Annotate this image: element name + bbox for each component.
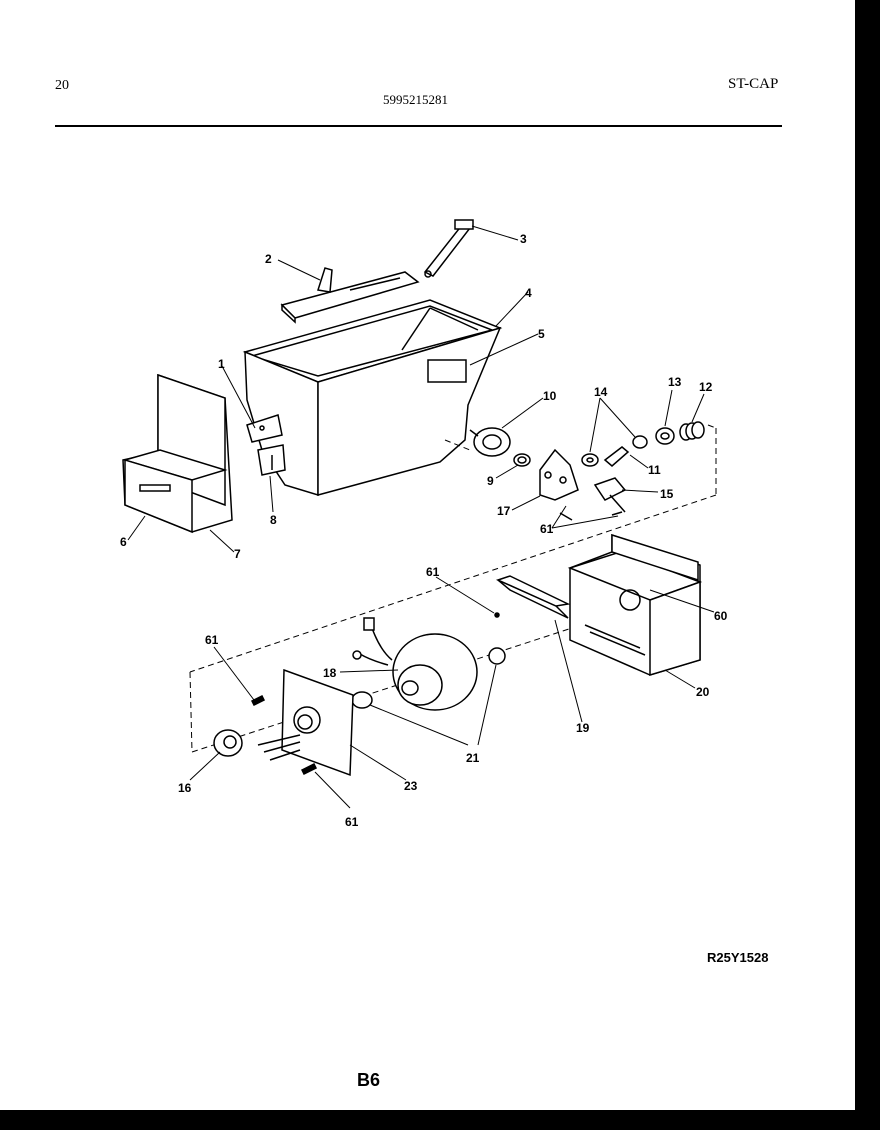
callout-7: 7 xyxy=(234,547,241,561)
page-label: B6 xyxy=(357,1070,381,1090)
callout-15: 15 xyxy=(660,487,674,501)
part-23-mounting-plate xyxy=(257,668,354,777)
assembly-dashed-lines xyxy=(189,424,717,753)
callout-8: 8 xyxy=(270,513,277,527)
callout-2: 2 xyxy=(265,252,272,266)
scan-border-bottom xyxy=(0,1110,880,1130)
callout-12: 12 xyxy=(699,380,713,394)
part-4-ice-bucket xyxy=(242,299,503,497)
part-14-washer xyxy=(581,453,599,467)
part-8-clip xyxy=(257,444,286,476)
part-12-spring xyxy=(679,421,705,441)
part-6-7-front-cover xyxy=(122,373,233,534)
callout-61-d: 61 xyxy=(345,815,359,829)
part-3-arm xyxy=(423,219,474,278)
callout-60: 60 xyxy=(714,609,728,623)
part-18-motor xyxy=(352,617,478,711)
part-16-cam xyxy=(213,729,243,757)
callout-23: 23 xyxy=(404,779,418,793)
part-9-spring xyxy=(513,453,531,467)
callout-17: 17 xyxy=(497,504,511,518)
callout-61-b: 61 xyxy=(426,565,440,579)
callout-18: 18 xyxy=(323,666,337,680)
part-1-clip xyxy=(246,414,283,443)
callout-1: 1 xyxy=(218,357,225,371)
part-15-switch xyxy=(593,477,627,513)
callout-61-c: 61 xyxy=(205,633,219,647)
scan-border-right xyxy=(855,0,880,1130)
header-rule xyxy=(55,125,782,127)
part-17-cam-plate xyxy=(539,448,579,501)
callout-6: 6 xyxy=(120,535,127,549)
callout-21: 21 xyxy=(466,751,480,765)
callout-19: 19 xyxy=(576,721,590,735)
part-20-motor-housing xyxy=(567,533,703,677)
part-61-screws xyxy=(250,511,623,776)
part-13-bushing xyxy=(655,427,675,445)
callout-10: 10 xyxy=(543,389,557,403)
model-code: ST-CAP xyxy=(728,76,779,92)
part-11-shaft xyxy=(603,435,648,467)
callout-5: 5 xyxy=(538,327,545,341)
callout-3: 3 xyxy=(520,232,527,246)
callout-9: 9 xyxy=(487,474,494,488)
callout-labels: 2 3 4 5 1 8 6 7 10 9 17 61 14 11 13 12 1… xyxy=(120,232,728,829)
part-number: 5995215281 xyxy=(383,92,448,107)
callout-13: 13 xyxy=(668,375,682,389)
part-2-bracket xyxy=(280,267,420,324)
callout-leader-lines xyxy=(127,225,715,809)
callout-4: 4 xyxy=(525,286,532,300)
callout-16: 16 xyxy=(178,781,192,795)
callout-11: 11 xyxy=(648,463,661,477)
diagram-reference-code: R25Y1528 xyxy=(707,950,769,965)
callout-20: 20 xyxy=(696,685,710,699)
page-number: 20 xyxy=(55,78,69,93)
callout-14: 14 xyxy=(594,385,608,399)
part-19-plate xyxy=(495,575,571,619)
part-10-gear xyxy=(469,427,511,457)
callout-61-a: 61 xyxy=(540,522,554,536)
